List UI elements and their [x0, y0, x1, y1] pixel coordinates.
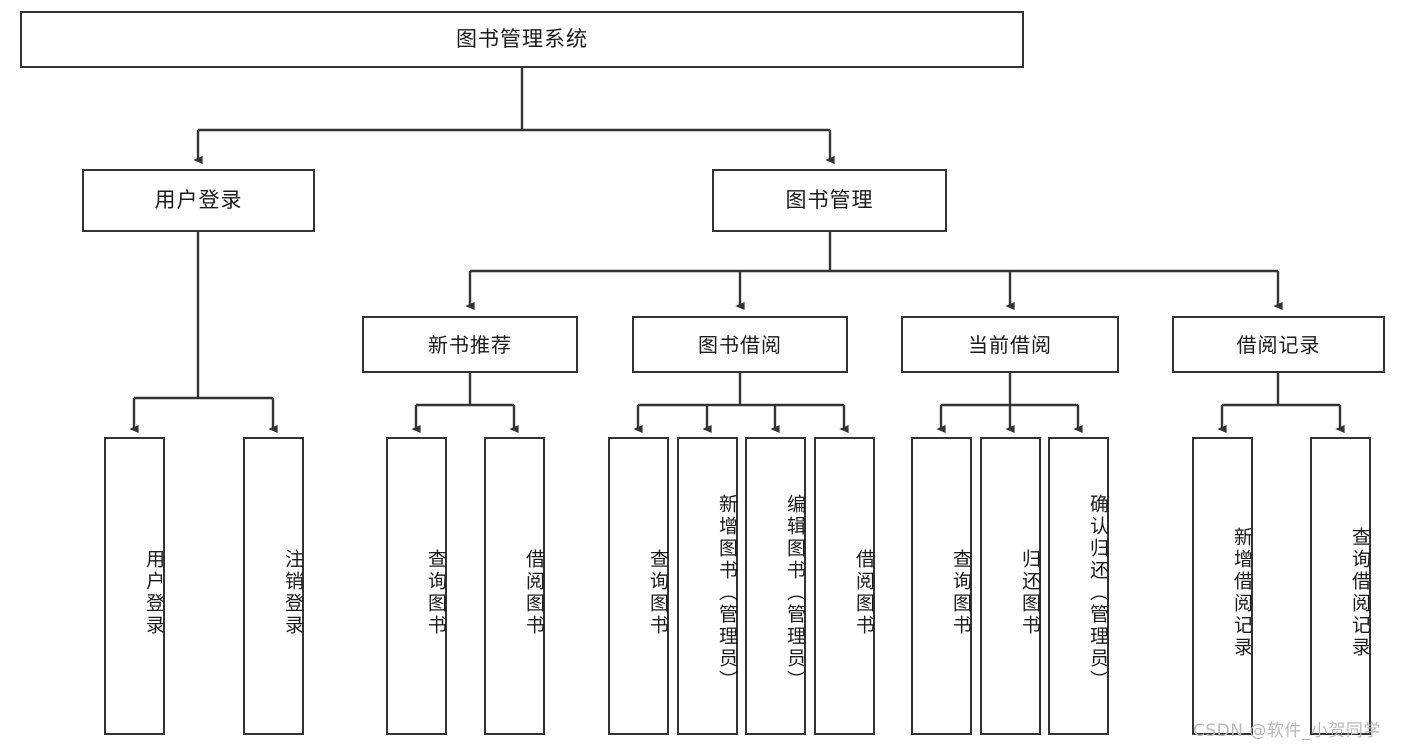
- node-current-borrow[interactable]: 当前借阅: [901, 316, 1119, 373]
- leaf-borrow-edit-book[interactable]: 编辑图书（管理员）: [745, 437, 806, 735]
- leaf-borrow-borrow-book-label: 借阅图书: [853, 549, 875, 637]
- leaf-logout[interactable]: 注销登录: [243, 437, 304, 735]
- node-current-borrow-label: 当前借阅: [968, 332, 1052, 357]
- node-book-management-label: 图书管理: [785, 187, 874, 212]
- leaf-current-return-book[interactable]: 归还图书: [980, 437, 1041, 735]
- leaf-current-confirm-return[interactable]: 确认归还（管理员）: [1048, 437, 1109, 735]
- node-user-login-label: 用户登录: [154, 187, 243, 212]
- node-new-book-recommend-label: 新书推荐: [428, 332, 512, 357]
- node-book-borrow[interactable]: 图书借阅: [632, 316, 848, 373]
- node-new-book-recommend[interactable]: 新书推荐: [362, 316, 578, 373]
- node-book-borrow-label: 图书借阅: [698, 332, 782, 357]
- leaf-borrow-borrow-book[interactable]: 借阅图书: [814, 437, 875, 735]
- leaf-current-confirm-return-label: 确认归还（管理员）: [1087, 494, 1109, 692]
- leaf-borrow-add-book[interactable]: 新增图书（管理员）: [677, 437, 738, 735]
- leaf-borrow-query-book[interactable]: 查询图书: [608, 437, 669, 735]
- node-borrow-record[interactable]: 借阅记录: [1172, 316, 1385, 373]
- node-root-label: 图书管理系统: [456, 26, 588, 51]
- leaf-user-login[interactable]: 用户登录: [104, 437, 165, 735]
- node-user-login[interactable]: 用户登录: [82, 169, 315, 232]
- leaf-newbook-borrow-book[interactable]: 借阅图书: [484, 437, 545, 735]
- node-borrow-record-label: 借阅记录: [1236, 332, 1321, 357]
- leaf-current-return-book-label: 归还图书: [1019, 549, 1041, 637]
- leaf-newbook-query-book-label: 查询图书: [425, 549, 447, 637]
- leaf-logout-label: 注销登录: [282, 549, 304, 637]
- leaf-current-query-book[interactable]: 查询图书: [911, 437, 972, 735]
- leaf-record-add-record-label: 新增借阅记录: [1231, 527, 1253, 659]
- leaf-newbook-query-book[interactable]: 查询图书: [386, 437, 447, 735]
- node-root[interactable]: 图书管理系统: [20, 11, 1024, 68]
- leaf-current-query-book-label: 查询图书: [950, 549, 972, 637]
- leaf-user-login-label: 用户登录: [143, 549, 165, 637]
- leaf-record-query-record[interactable]: 查询借阅记录: [1310, 437, 1371, 735]
- leaf-borrow-add-book-label: 新增图书（管理员）: [716, 494, 738, 692]
- leaf-borrow-query-book-label: 查询图书: [647, 549, 669, 637]
- leaf-record-query-record-label: 查询借阅记录: [1349, 527, 1371, 659]
- leaf-newbook-borrow-book-label: 借阅图书: [523, 549, 545, 637]
- leaf-borrow-edit-book-label: 编辑图书（管理员）: [784, 494, 806, 692]
- leaf-record-add-record[interactable]: 新增借阅记录: [1192, 437, 1253, 735]
- node-book-management[interactable]: 图书管理: [712, 169, 947, 232]
